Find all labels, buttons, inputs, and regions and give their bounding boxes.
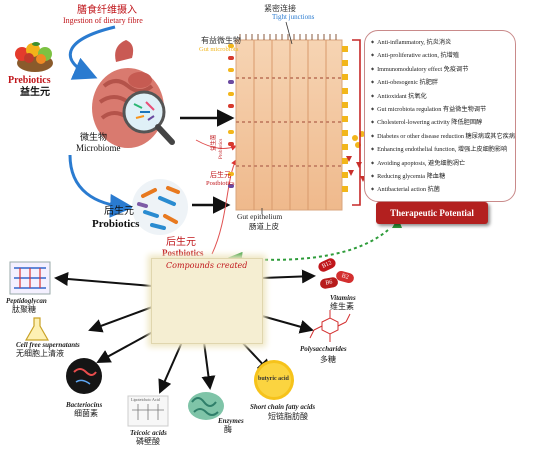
peptidoglycan-label-en: Peptidoglycan — [6, 297, 47, 305]
top-label-zh: 膳食纤维摄入 — [77, 5, 137, 16]
effect-item: Anti-proliferative action, 抗增殖 — [371, 50, 515, 63]
postbiotics-arrow — [211, 159, 237, 255]
green-dashed-connector — [228, 229, 389, 266]
effect-item: Diabetes or other disease reduction 糖尿病或… — [371, 131, 515, 144]
probiotics-label-zh: 后生元 — [104, 206, 134, 217]
effect-item: Avoiding apoptosis, 避免细胞凋亡 — [371, 158, 515, 171]
flask-icon — [24, 317, 50, 341]
gut-postbiotics-zh: 后生元 — [210, 171, 231, 179]
panel-bracket — [352, 39, 361, 206]
epithelium-label-en: Gut epithelium — [237, 212, 283, 221]
effect-item: Antibacterial action 抗菌 — [371, 184, 515, 197]
beneficial-label-zh: 有益微生物 — [201, 36, 241, 45]
top-label-en: Ingestion of dietary fibre — [63, 16, 143, 25]
therapeutic-potential-banner: Therapeutic Potential — [376, 202, 488, 224]
effect-item: Gut microbiota regulation 有益微生物调节 — [371, 104, 515, 117]
effect-item: Immunomodulatory effect 免疫调节 — [371, 64, 515, 77]
compounds-card — [151, 258, 263, 344]
gut-postbiotics-en: Postbiotics — [206, 180, 235, 187]
postbiotic-compound-dots — [346, 131, 366, 182]
enzyme-icon — [188, 392, 224, 420]
tight-junctions-en: Tight junctions — [272, 13, 315, 21]
fruit-icon — [15, 42, 53, 72]
butyric-acid-badge: butyric acid — [258, 376, 289, 382]
gut-microbiota-dots — [228, 44, 234, 188]
beneficial-label-en: Gut microbiota — [199, 46, 239, 53]
peptidoglycan-label-zh: 肽聚糖 — [12, 305, 36, 314]
teichoic-label-en: Teicoic acids — [130, 429, 167, 437]
microbiome-label-en: Microbiome — [76, 143, 121, 153]
cellfree-label-en: Cell free supernatants — [16, 341, 80, 349]
card-title: Compounds created — [166, 261, 248, 270]
gut-probiotics-en: Probiotics — [219, 138, 224, 159]
fibre-arrow — [68, 25, 116, 80]
effect-item: Reducing glycemia 降血糖 — [371, 171, 515, 184]
effects-list: Anti-inflammatory, 抗炎消炎 Anti-proliferati… — [365, 31, 515, 198]
microbiome-label-zh: 微生物 — [80, 132, 108, 142]
enzymes-label-zh: 酶 — [224, 425, 232, 434]
bacteriocins-label-zh: 细菌素 — [74, 409, 98, 418]
effects-panel: Anti-inflammatory, 抗炎消炎 Anti-proliferati… — [364, 30, 516, 202]
microbiome-arrow — [68, 154, 134, 218]
probiotics-bacteria-icon — [132, 179, 188, 235]
effect-item: Cholesterol-lowering activity 降低胆固醇 — [371, 117, 515, 130]
polysaccharides-label-zh: 多糖 — [320, 355, 336, 364]
butyric-acid-icon — [254, 360, 294, 400]
effect-item: Anti-obesogenic 抗肥胖 — [371, 77, 515, 90]
gut-epithelium-block — [235, 34, 348, 211]
effect-item: Enhancing endothelial function, 增强上皮细胞影响 — [371, 144, 515, 157]
scfa-label-zh: 短链脂肪酸 — [268, 412, 308, 421]
peptidoglycan-icon — [9, 261, 51, 295]
bacteriocins-label-en: Bacteriocins — [66, 401, 103, 409]
effect-item: Anti-inflammatory, 抗炎消炎 — [371, 37, 515, 50]
bacteriocins-icon — [66, 358, 102, 394]
tight-junctions-zh: 紧密连接 — [264, 4, 296, 13]
gut-probiotics-zh: 益生菌 — [211, 134, 217, 151]
prebiotics-label-zh: 益生元 — [20, 87, 50, 98]
effect-item: Antioxidant 抗氧化 — [371, 91, 515, 104]
prebiotics-label-en: Prebiotics — [8, 75, 51, 86]
vitamins-label-en: Vitamins — [330, 294, 356, 302]
polysaccharides-label-en: Polysaccharides — [300, 345, 347, 353]
teichoic-chip-label: Lipoteichoic Acid — [131, 397, 160, 402]
postbiotics-label-zh: 后生元 — [166, 237, 196, 248]
polysaccharide-icon — [309, 310, 351, 342]
scfa-label-en: Short chain fatty acids — [250, 403, 316, 411]
cellfree-label-zh: 无细胞上清液 — [16, 349, 64, 358]
postbiotics-label-en: Postbiotics — [162, 248, 204, 258]
probiotics-label-en: Probiotics — [92, 218, 140, 230]
enzymes-label-en: Enzymes — [218, 417, 244, 425]
epithelium-label-zh: 肠道上皮 — [249, 222, 279, 231]
teichoic-label-zh: 磷壁酸 — [136, 437, 160, 446]
vitamins-label-zh: 维生素 — [330, 302, 354, 311]
magnifier-icon — [122, 90, 175, 145]
